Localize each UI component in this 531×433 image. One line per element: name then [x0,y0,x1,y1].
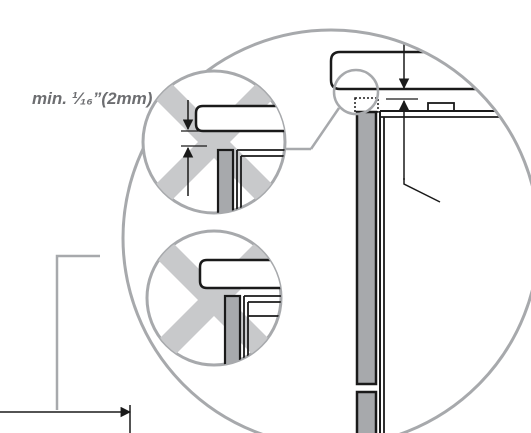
magnified-view [121,28,531,433]
side-panel [355,110,378,386]
inset-connector [309,107,341,150]
inset-incorrect-2 [145,229,283,367]
mounting-strip [427,102,455,112]
pointer-leader [403,178,441,203]
leader-line-outer [55,254,100,410]
big-circle-outline [121,28,531,433]
corner-highlight-circle [332,68,380,116]
side-panel-lower [355,390,378,433]
inset-incorrect-1 [141,69,287,215]
dimension-label: min. ¹⁄₁₆”(2mm) [32,89,153,108]
